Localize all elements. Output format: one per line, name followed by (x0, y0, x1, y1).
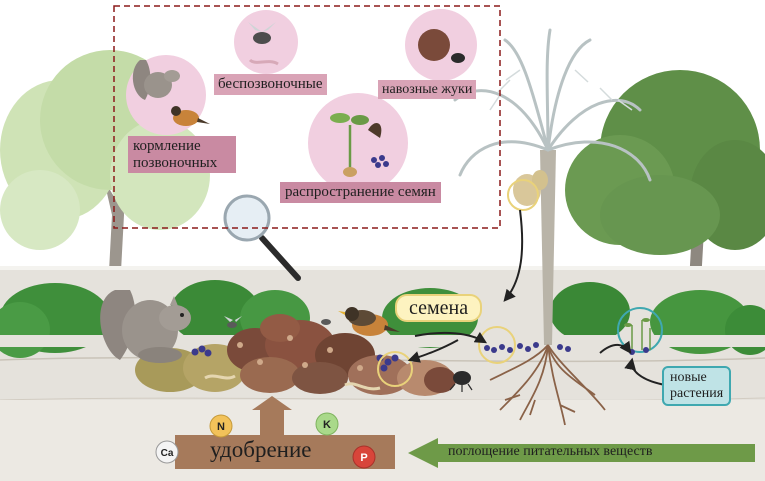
worm-icon (248, 58, 279, 66)
nutrient-ca: Ca (155, 440, 179, 464)
bird-icon (171, 106, 210, 126)
fly-icon (248, 22, 276, 44)
label-fertilizer: удобрение (210, 437, 312, 462)
label-seeds: семена (395, 294, 483, 322)
label-vertebrate-feeding: кормление позвоночных (128, 136, 236, 173)
label-nutrient-uptake: поглощение питательных веществ (448, 444, 653, 459)
svg-text:K: K (323, 419, 331, 431)
nutrient-k: K (315, 412, 339, 436)
bird-icon (338, 307, 400, 336)
svg-text:P: P (360, 452, 367, 464)
nutrient-p: P (352, 445, 376, 469)
label-seed-dispersal: распространение семян (280, 182, 441, 203)
squirrel-icon (132, 60, 180, 100)
squirrel-icon (100, 290, 191, 363)
seedling-icon (330, 113, 389, 177)
magnifier-icon (223, 194, 301, 281)
dung-beetle-icon (418, 29, 465, 63)
dung-beetle-icon (424, 367, 473, 393)
svg-text:N: N (217, 421, 225, 433)
svg-text:Ca: Ca (161, 448, 174, 459)
label-invertebrates: беспозвоночные (214, 74, 327, 95)
fly-icon (224, 316, 331, 328)
nutrient-n: N (209, 414, 233, 438)
detail-box (113, 5, 501, 229)
label-new-plants: новые растения (662, 366, 732, 407)
palm-tree-icon (453, 28, 652, 345)
nutrient-uptake-arrow (408, 438, 755, 468)
root-icon (489, 344, 606, 426)
label-dung-beetles: навозные жуки (378, 80, 477, 100)
